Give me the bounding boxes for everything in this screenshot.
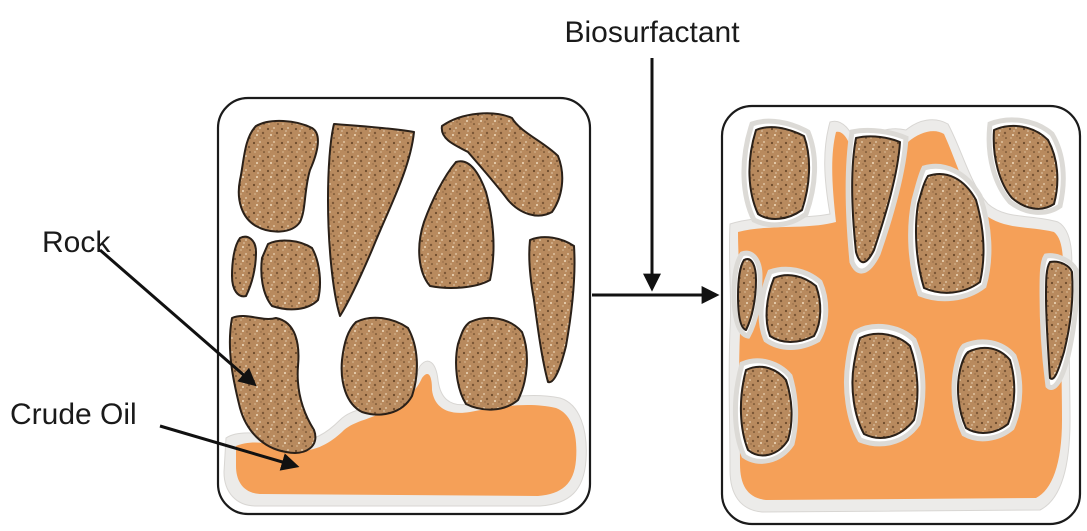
biosurfactant-label: Biosurfactant (564, 16, 740, 49)
crude-oil-label: Crude Oil (10, 398, 137, 431)
rock (741, 367, 792, 456)
rock (852, 334, 917, 438)
rock (958, 348, 1014, 433)
right-panel (722, 106, 1080, 524)
rock (342, 318, 417, 415)
left-panel (218, 98, 590, 514)
rock-label: Rock (42, 226, 111, 259)
rock (261, 241, 320, 310)
rock (767, 275, 821, 342)
rock (456, 318, 527, 410)
rock (749, 127, 809, 219)
